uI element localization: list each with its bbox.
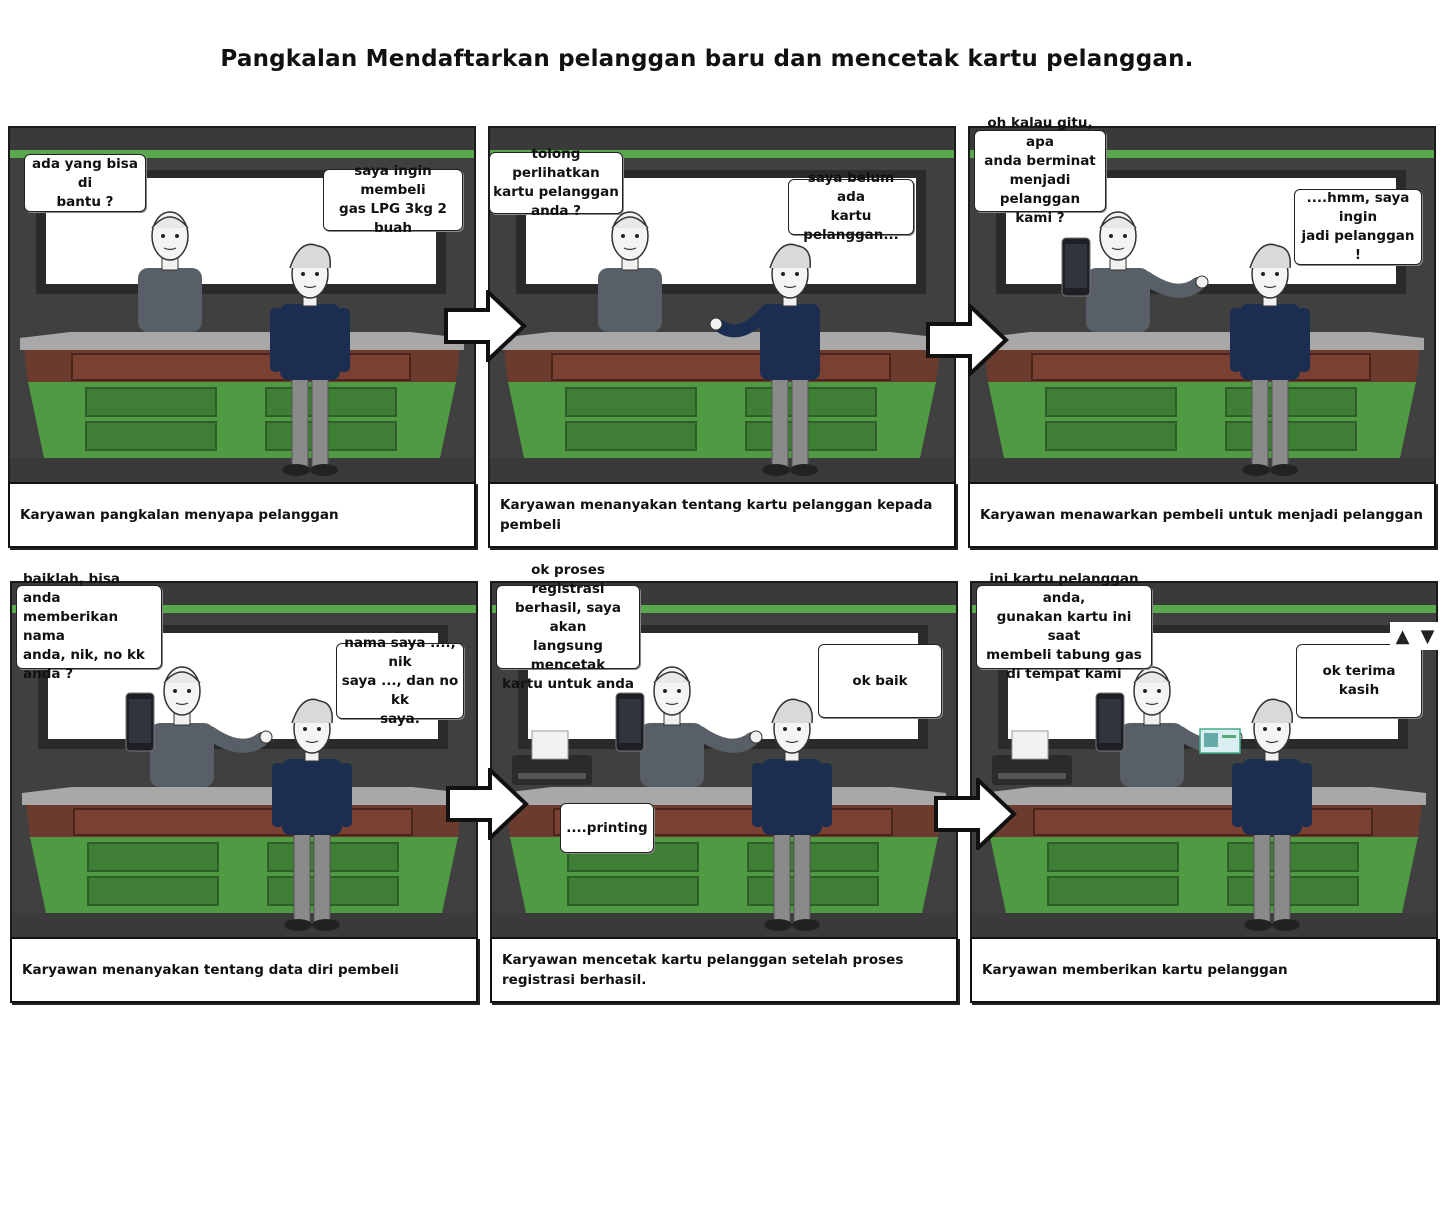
next-arrow-icon <box>926 304 1009 376</box>
panel-caption[interactable]: Karyawan mencetak kartu pelanggan setela… <box>490 937 958 1003</box>
customer-speech-bubble[interactable]: saya ingin membeli gas LPG 3kg 2 buah <box>323 163 463 236</box>
move-up-icon[interactable]: ▲ <box>1395 625 1410 647</box>
panel-caption[interactable]: Karyawan memberikan kartu pelanggan <box>970 937 1438 1003</box>
staff-speech-bubble[interactable]: tolong perlihatkan kartu pelanggan anda … <box>489 146 623 219</box>
storyboard-cell-1[interactable]: Karyawan pangkalan menyapa pelanggan ada… <box>8 126 476 551</box>
storyboard-cell-2[interactable]: Karyawan menanyakan tentang kartu pelang… <box>488 126 956 551</box>
customer-speech-bubble[interactable]: nama saya ...., nik saya ..., dan no kk … <box>336 635 464 727</box>
printer-speech-bubble[interactable]: ....printing <box>560 803 654 853</box>
staff-speech-bubble[interactable]: ini kartu pelanggan anda, gunakan kartu … <box>976 571 1152 682</box>
staff-speech-bubble[interactable]: oh kalau gitu, apa anda berminat menjadi… <box>974 115 1106 226</box>
customer-speech-bubble[interactable]: saya belum ada kartu pelanggan... <box>788 170 914 243</box>
next-arrow-icon <box>934 778 1017 850</box>
panel-caption[interactable]: Karyawan menanyakan tentang data diri pe… <box>10 937 478 1003</box>
staff-speech-bubble[interactable]: ok proses registrasi berhasil, saya akan… <box>496 562 640 692</box>
next-arrow-icon <box>446 768 529 840</box>
panel-caption[interactable]: Karyawan menawarkan pembeli untuk menjad… <box>968 482 1436 548</box>
move-down-icon[interactable]: ▼ <box>1420 625 1435 647</box>
storyboard-cell-4[interactable]: Karyawan menanyakan tentang data diri pe… <box>10 571 478 1006</box>
storyboard-cell-3[interactable]: Karyawan menawarkan pembeli untuk menjad… <box>968 115 1436 551</box>
staff-speech-bubble[interactable]: ada yang bisa di bantu ? <box>24 154 146 212</box>
staff-speech-bubble[interactable]: baiklah, bisa anda memberikan nama anda,… <box>16 571 162 682</box>
panel-caption[interactable]: Karyawan menanyakan tentang kartu pelang… <box>488 482 956 548</box>
customer-speech-bubble[interactable]: ok baik <box>818 644 942 718</box>
customer-speech-bubble[interactable]: ok terima kasih <box>1296 644 1422 718</box>
panel-caption[interactable]: Karyawan pangkalan menyapa pelanggan <box>8 482 476 548</box>
scene-illustration <box>10 128 474 482</box>
customer-speech-bubble[interactable]: ....hmm, saya ingin jadi pelanggan ! <box>1294 189 1422 265</box>
storyboard-cell-5[interactable]: Karyawan mencetak kartu pelanggan setela… <box>490 562 958 1006</box>
storyboard-cell-6[interactable]: Karyawan memberikan kartu pelanggan ini … <box>970 571 1438 1006</box>
reorder-controls[interactable]: ▲ ▼ <box>1390 622 1440 650</box>
page-title: Pangkalan Mendaftarkan pelanggan baru da… <box>220 46 1194 72</box>
next-arrow-icon <box>444 290 527 362</box>
